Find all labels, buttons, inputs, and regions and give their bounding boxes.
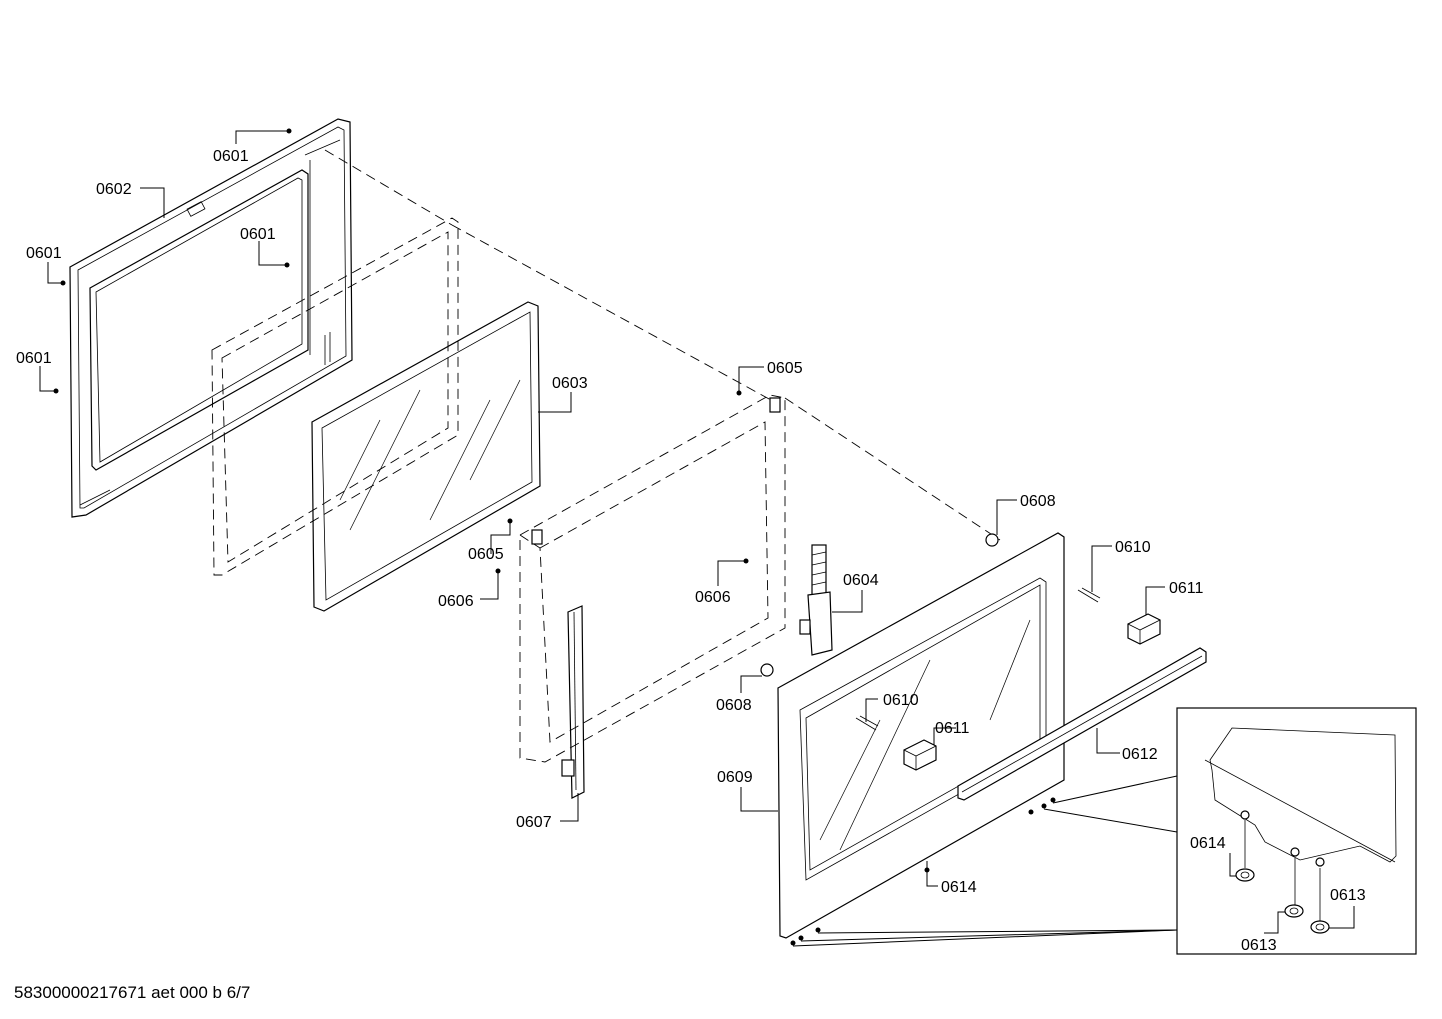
- label-0605-lower: 0605: [468, 546, 504, 563]
- label-0607: 0607: [516, 814, 552, 831]
- label-0608-upper: 0608: [1020, 493, 1056, 510]
- lower-small-parts: [760, 663, 937, 771]
- label-0606-left: 0606: [438, 593, 474, 610]
- screw-0614-icon: [1235, 820, 1255, 882]
- label-0611-upper: 0611: [1169, 580, 1204, 597]
- hinge-part: [799, 544, 833, 656]
- label-0605-upper: 0605: [767, 360, 803, 377]
- leader-lines: [39, 128, 1355, 947]
- label-0601-left: 0601: [26, 245, 62, 262]
- glass-pane-part: [311, 301, 541, 612]
- label-0609: 0609: [717, 769, 753, 786]
- label-0601-lower-left: 0601: [16, 350, 52, 367]
- screw-0613-b-icon: [1310, 868, 1330, 934]
- label-0604: 0604: [843, 572, 879, 589]
- label-0612: 0612: [1122, 746, 1158, 763]
- label-0614-inset: 0614: [1190, 835, 1226, 852]
- label-0611-lower: 0611: [935, 720, 970, 737]
- label-0606-right: 0606: [695, 589, 731, 606]
- upper-small-parts: [985, 533, 1161, 645]
- label-0601-top: 0601: [213, 148, 249, 165]
- label-0603: 0603: [552, 375, 588, 392]
- door-chassis-frame: [519, 394, 1001, 763]
- document-number: 58300000217671 aet 000 b 6/7: [14, 983, 250, 1002]
- label-0610-lower: 0610: [883, 692, 919, 709]
- callout-labels: 0601 0602 0601 0601 0601 0603 0605 0605 …: [16, 148, 1366, 954]
- inner-door-frame-part: [69, 118, 353, 518]
- dashed-seal-frame: [211, 149, 781, 576]
- label-0613-inset-left: 0613: [1241, 937, 1277, 954]
- label-0602: 0602: [96, 181, 132, 198]
- label-0614-main: 0614: [941, 879, 977, 896]
- screw-0613-a-icon: [1284, 858, 1304, 918]
- hinge-rail-part: [561, 605, 585, 799]
- label-0613-inset-right: 0613: [1330, 887, 1366, 904]
- label-0601-mid: 0601: [240, 226, 276, 243]
- label-0610-upper: 0610: [1115, 539, 1151, 556]
- detail-inset: [1176, 707, 1417, 955]
- label-0608-lower: 0608: [716, 697, 752, 714]
- handle-part: [957, 647, 1207, 801]
